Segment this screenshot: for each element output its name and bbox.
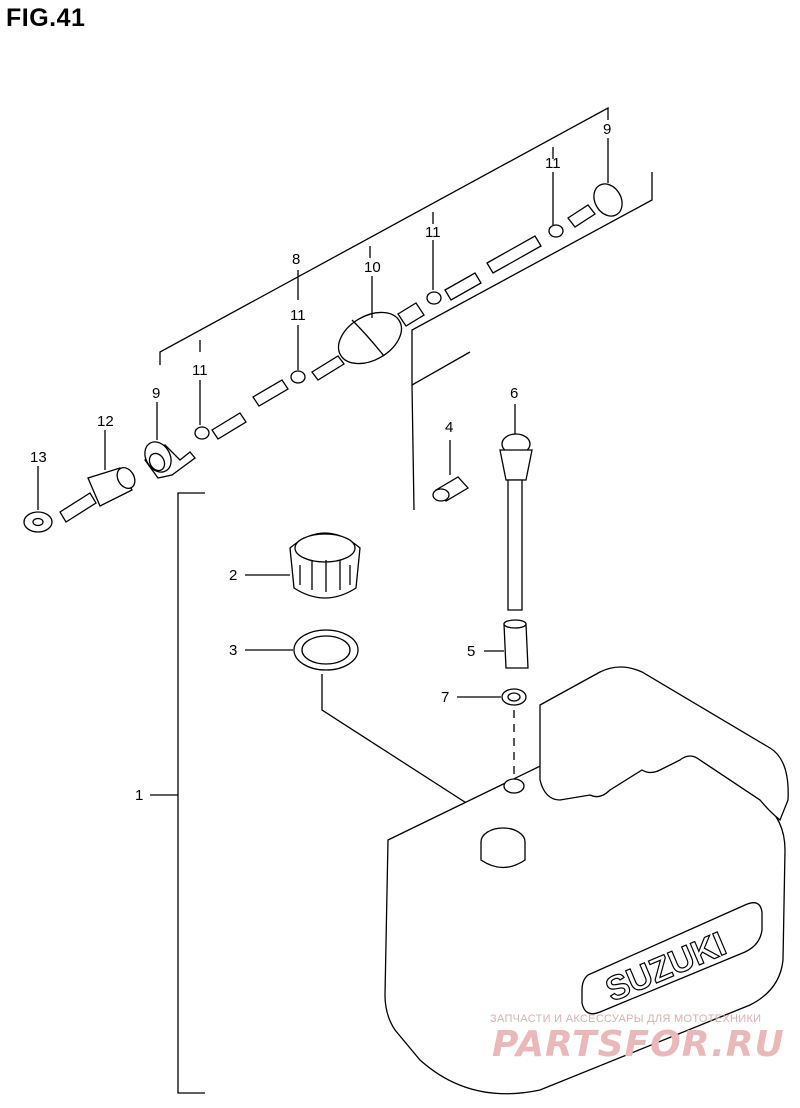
callout-6: 6: [510, 385, 518, 402]
leader-lines: [37, 138, 609, 698]
assembly-guide-lines: [321, 674, 515, 827]
washer-part[interactable]: [23, 511, 53, 533]
tank-assembly-bracket: [150, 492, 205, 1094]
callout-9-right: 9: [603, 121, 611, 138]
engine-connector-part[interactable]: [59, 464, 138, 523]
callout-9-left: 9: [152, 385, 160, 402]
hose-clip-part[interactable]: [194, 224, 564, 440]
callout-5: 5: [467, 643, 475, 660]
watermark-tagline: ЗАПЧАСТИ И АКСЕССУАРЫ ДЛЯ МОТОТЕХНИКИ: [490, 1013, 762, 1025]
figure-title: FIG.41: [6, 4, 86, 32]
callout-11-b: 11: [290, 307, 306, 324]
callout-11-c: 11: [425, 224, 441, 241]
fuel-hose-part[interactable]: [211, 235, 542, 440]
tank-cap-part[interactable]: [289, 532, 361, 599]
callout-4: 4: [445, 419, 453, 436]
callout-3: 3: [229, 642, 237, 659]
callout-10: 10: [364, 259, 381, 276]
fuel-pickup-pipe-part[interactable]: [499, 433, 533, 611]
fuel-filter-part[interactable]: [503, 619, 529, 669]
fuel-hose-group-bracket: [159, 106, 653, 385]
pickup-group-bracket: [411, 351, 471, 511]
callout-8: 8: [292, 251, 300, 268]
cap-gasket-part[interactable]: [293, 629, 359, 671]
callout-11-a: 11: [192, 362, 208, 379]
primer-bulb-part[interactable]: [311, 302, 425, 381]
pickup-seal-part[interactable]: [501, 688, 527, 706]
fuel-nipple-part[interactable]: [432, 476, 470, 502]
callout-1: 1: [135, 787, 143, 804]
callout-11-d: 11: [545, 155, 561, 172]
callout-13: 13: [30, 449, 47, 466]
callout-12: 12: [97, 413, 114, 430]
hose-fitting-right-part[interactable]: [567, 179, 628, 228]
callout-labels: 1 2 3 4 5 6 7 8 9 9 10 11 11 11 11 12 13: [30, 121, 611, 804]
fuel-tank-part[interactable]: SUZUKI: [384, 666, 789, 1095]
callout-7: 7: [441, 689, 449, 706]
hose-fitting-left-part[interactable]: [140, 437, 196, 479]
watermark-site: PARTSFOR.RU: [492, 1024, 785, 1065]
callout-2: 2: [229, 567, 237, 584]
